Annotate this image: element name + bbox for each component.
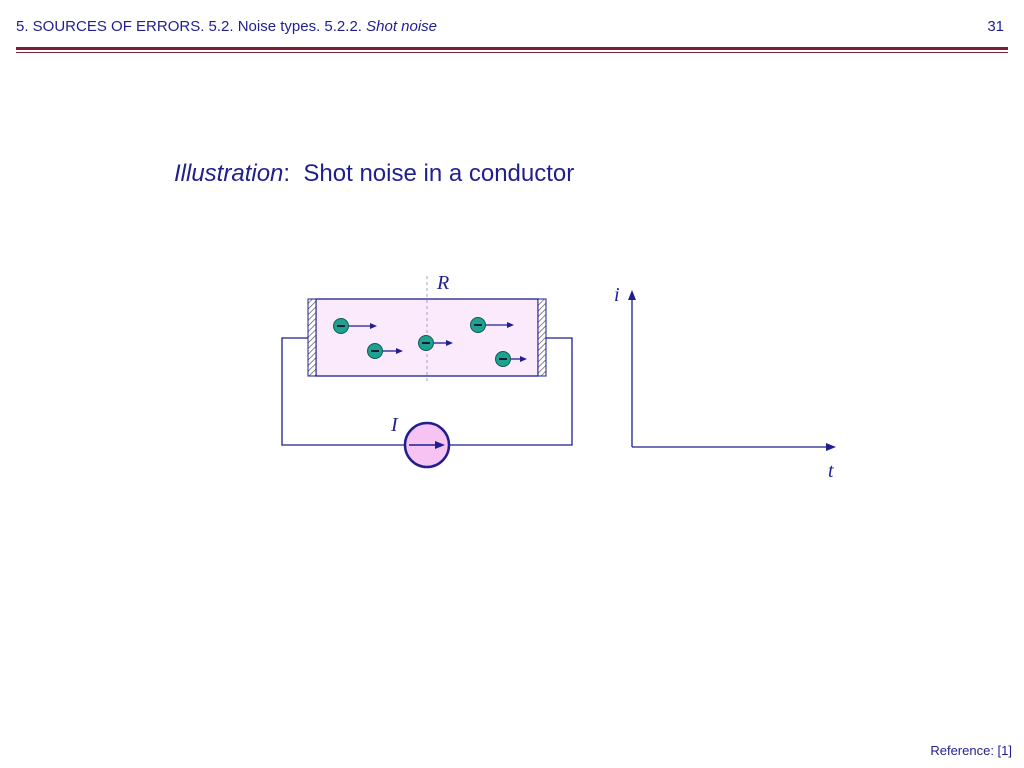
left-wire bbox=[281, 337, 405, 446]
time-axis-arrowhead bbox=[826, 443, 836, 451]
header-title: 5. SOURCES OF ERRORS. 5.2. Noise types. … bbox=[16, 18, 437, 35]
left-electrode bbox=[307, 298, 317, 377]
time-axis-label: t bbox=[828, 460, 834, 482]
electrons bbox=[333, 317, 527, 367]
electron bbox=[418, 335, 453, 351]
header-title-prefix: 5. SOURCES OF ERRORS. 5.2. Noise types. … bbox=[16, 18, 367, 35]
electron bbox=[333, 318, 377, 334]
header-rule-thin bbox=[16, 52, 1008, 53]
current-axis-arrowhead bbox=[628, 290, 636, 300]
footer-reference: Reference: [1] bbox=[930, 743, 1012, 758]
electron bbox=[367, 343, 403, 359]
right-electrode bbox=[537, 298, 547, 377]
page-number: 31 bbox=[987, 18, 1004, 35]
slide-heading: Illustration: Shot noise in a conductor bbox=[174, 160, 574, 188]
current-time-axes bbox=[628, 290, 836, 451]
heading-text: Shot noise in a conductor bbox=[303, 160, 575, 187]
electron bbox=[495, 351, 527, 367]
resistor-label: R bbox=[436, 272, 449, 294]
header-rule-thick bbox=[16, 47, 1008, 50]
heading-label: Illustration bbox=[174, 160, 284, 187]
current-source bbox=[403, 421, 451, 469]
current-axis-label: i bbox=[614, 284, 620, 306]
right-wire bbox=[450, 337, 573, 446]
source-label: I bbox=[390, 414, 399, 436]
current-direction-arrowhead bbox=[435, 441, 445, 449]
header-title-emphasis: Shot noise bbox=[366, 18, 438, 35]
slide-header: 5. SOURCES OF ERRORS. 5.2. Noise types. … bbox=[0, 0, 1024, 60]
electron bbox=[470, 317, 514, 333]
circuit-wires bbox=[281, 337, 573, 446]
heading-separator: : bbox=[283, 160, 291, 187]
